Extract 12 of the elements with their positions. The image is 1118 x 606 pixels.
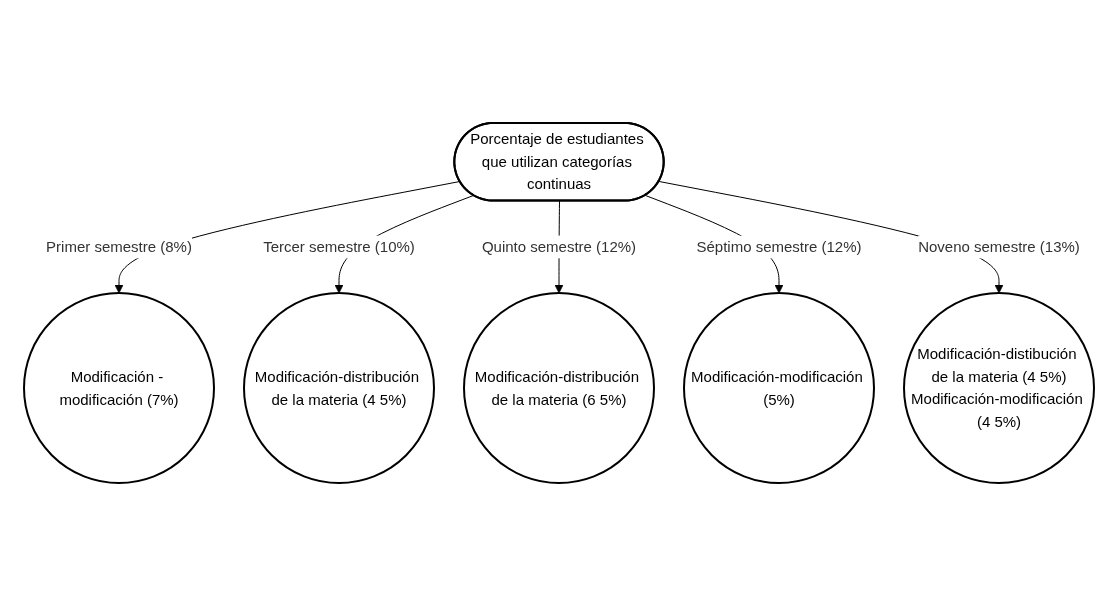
edge-label: Noveno semestre (13%)	[918, 237, 1080, 255]
node-circle: Modificación-modificación (5%)	[683, 292, 875, 484]
node-circle: Modificación-distribución de la materia (6 5%)	[463, 292, 655, 484]
arrow	[114, 181, 461, 294]
edge-label: Séptimo semestre (12%)	[696, 237, 862, 255]
edge-label: Quinto semestre (12%)	[481, 237, 637, 255]
edge-label: Tercer semestre (10%)	[263, 237, 415, 255]
node-circle: Modificación-distibución de la materia (4 5%) Modificación-modificación (4 5%)	[903, 292, 1095, 484]
node-circle: Modificación-distribución de la materia (4 5%)	[243, 292, 435, 484]
arrow	[658, 181, 1004, 294]
node-circle: Modificación - modificación (7%)	[23, 292, 215, 484]
edge-label: Primer semestre (8%)	[46, 237, 192, 255]
